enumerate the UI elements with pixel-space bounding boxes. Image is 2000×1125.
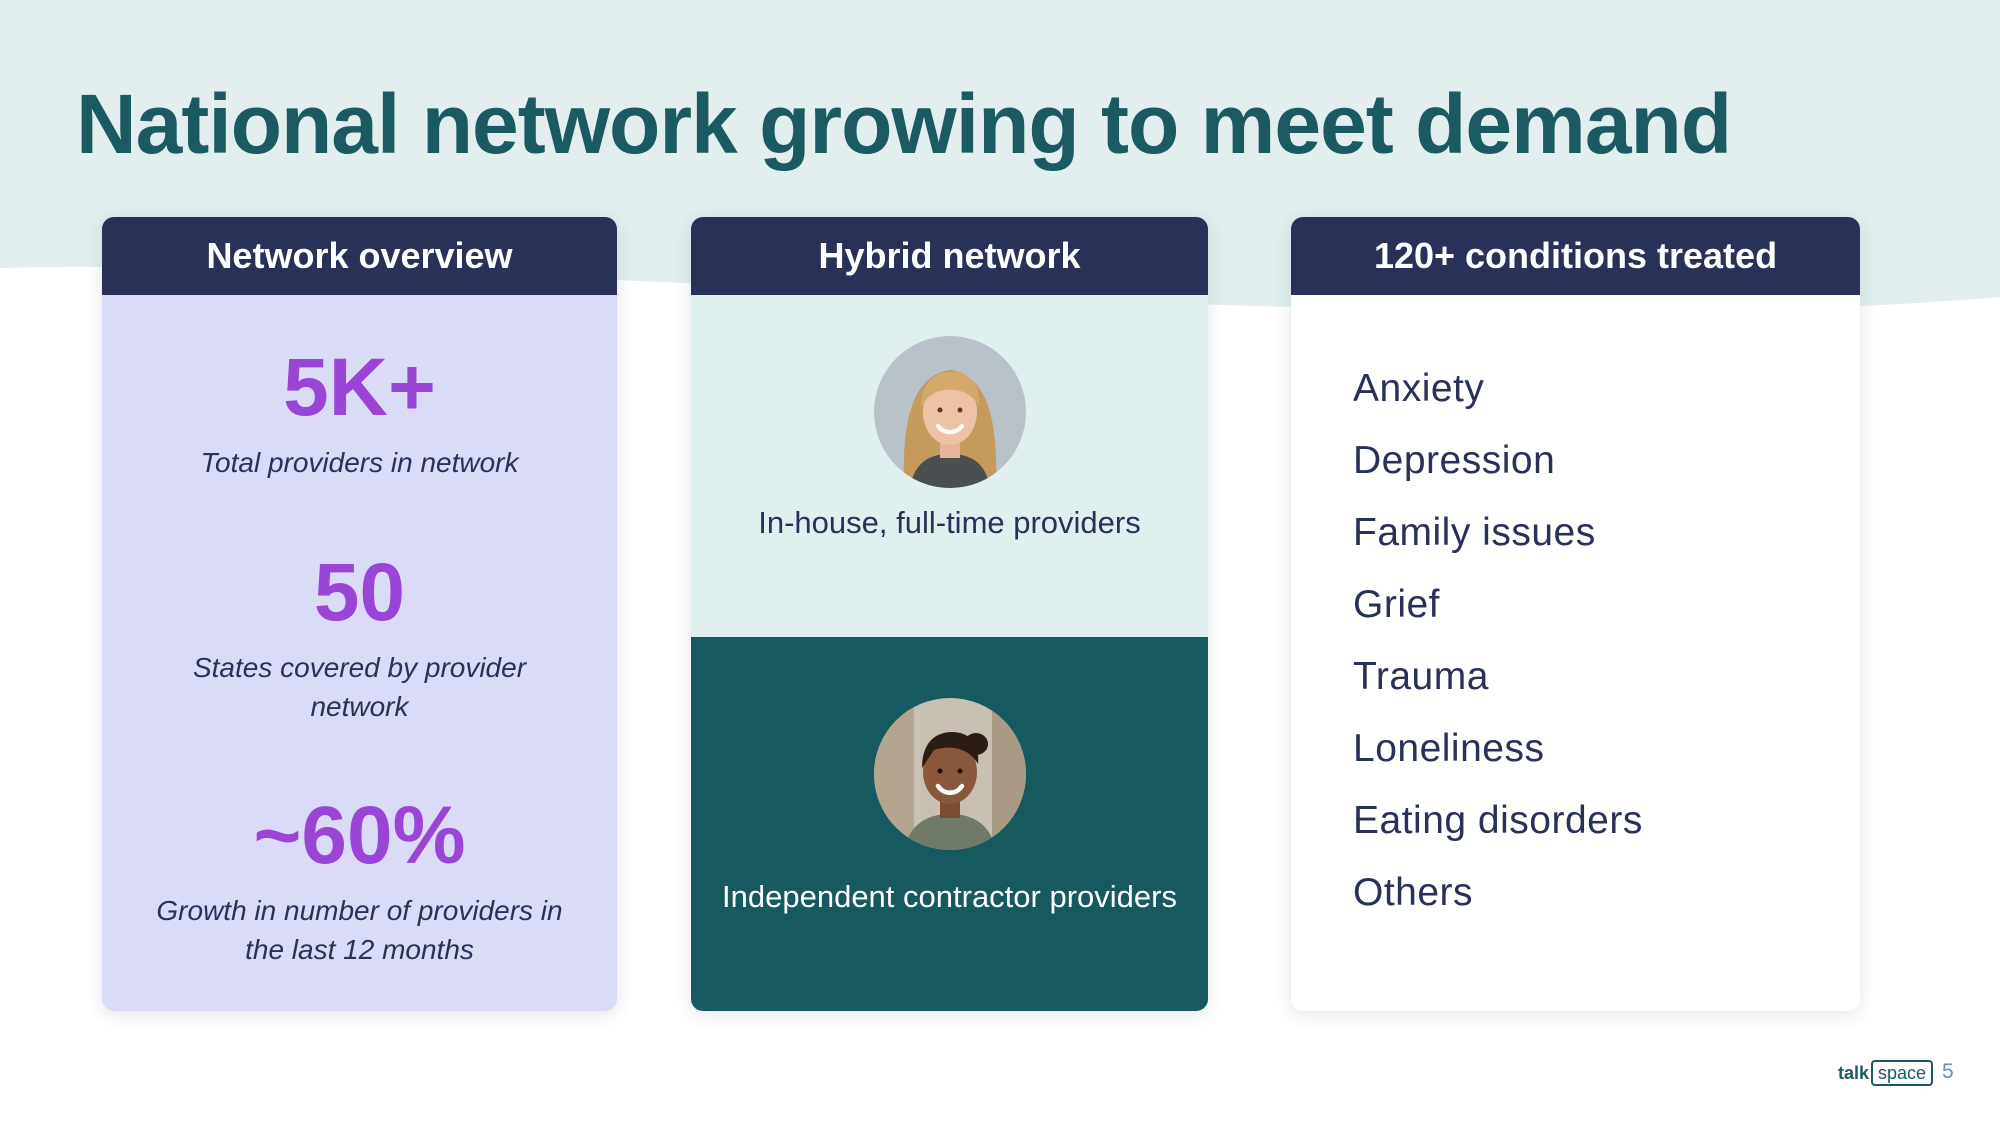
network-overview-card: Network overview 5K+ Total providers in …	[102, 217, 617, 1011]
hybrid-network-header: Hybrid network	[691, 217, 1208, 295]
condition-item: Loneliness	[1353, 727, 1545, 770]
condition-item: Eating disorders	[1353, 799, 1643, 842]
stat-label: Total providers in network	[200, 447, 519, 478]
stat-growth: ~60% Growth in number of providers in th…	[102, 795, 617, 969]
in-house-providers-section: In-house, full-time providers	[691, 295, 1208, 637]
conditions-list: Anxiety Depression Family issues Grief T…	[1353, 369, 1643, 945]
hybrid-network-card: Hybrid network In-house, full-time provi…	[691, 217, 1208, 1011]
contractor-provider-photo	[873, 698, 1026, 850]
contractor-providers-section: Independent contractor providers	[691, 637, 1208, 1011]
in-house-provider-photo	[873, 336, 1026, 488]
condition-item: Anxiety	[1353, 367, 1485, 410]
stat-value: ~60%	[253, 790, 466, 881]
stat-value: 5K+	[283, 342, 436, 433]
slide-title: National network growing to meet demand	[76, 77, 1732, 171]
page-number: 5	[1942, 1060, 1954, 1083]
stat-label: Growth in number of providers in the las…	[156, 895, 563, 965]
contractor-providers-label: Independent contractor providers	[722, 879, 1177, 914]
stat-value: 50	[313, 547, 406, 638]
conditions-card: 120+ conditions treated Anxiety Depressi…	[1291, 217, 1860, 1011]
stat-states-covered: 50 States covered by provider network	[102, 552, 617, 726]
condition-item: Trauma	[1353, 655, 1489, 698]
condition-item: Family issues	[1353, 511, 1596, 554]
conditions-header: 120+ conditions treated	[1291, 217, 1860, 295]
condition-item: Grief	[1353, 583, 1441, 626]
condition-item: Others	[1353, 871, 1474, 914]
stat-label: States covered by provider network	[192, 652, 527, 722]
stat-total-providers: 5K+ Total providers in network	[102, 347, 617, 482]
talkspace-logo: talk space	[1838, 1060, 1934, 1086]
logo-text-right: space	[1871, 1060, 1934, 1086]
network-overview-header: Network overview	[102, 217, 617, 295]
condition-item: Depression	[1353, 439, 1556, 482]
logo-text-left: talk	[1838, 1062, 1870, 1083]
in-house-providers-label: In-house, full-time providers	[758, 505, 1141, 540]
